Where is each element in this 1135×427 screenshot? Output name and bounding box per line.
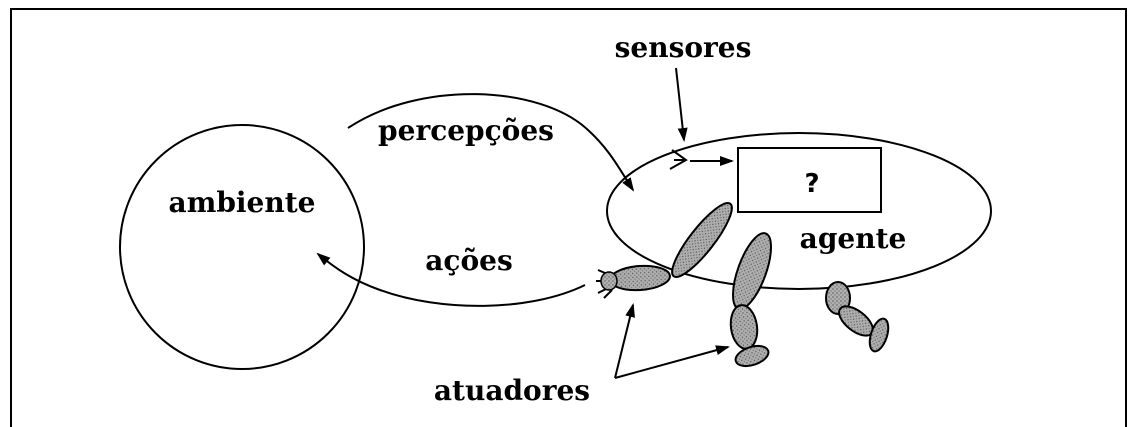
actuator-leg-front — [729, 232, 772, 368]
figure-border — [10, 8, 1127, 427]
sensors-label: sensores — [615, 31, 752, 64]
agent-label: agente — [800, 222, 907, 255]
agent-program-box — [737, 147, 882, 213]
sensor-eye-icon — [669, 149, 688, 170]
actuators-arrow-leg — [614, 345, 730, 379]
percepts-label: percepções — [378, 114, 554, 147]
actions-label: ações — [425, 244, 512, 277]
environment-circle — [119, 124, 365, 370]
sensors-arrow — [675, 67, 688, 142]
actuators-label: atuadores — [434, 374, 590, 407]
actuator-leg-back — [825, 281, 890, 353]
percepts-arrow — [347, 93, 635, 192]
agent-program-label: ? — [804, 169, 819, 199]
actuators-arrow-arm — [614, 303, 635, 379]
actions-arrow — [316, 252, 586, 307]
agent-ellipse — [606, 132, 992, 290]
actuator-arm — [596, 202, 733, 299]
environment-label: ambiente — [169, 186, 316, 219]
